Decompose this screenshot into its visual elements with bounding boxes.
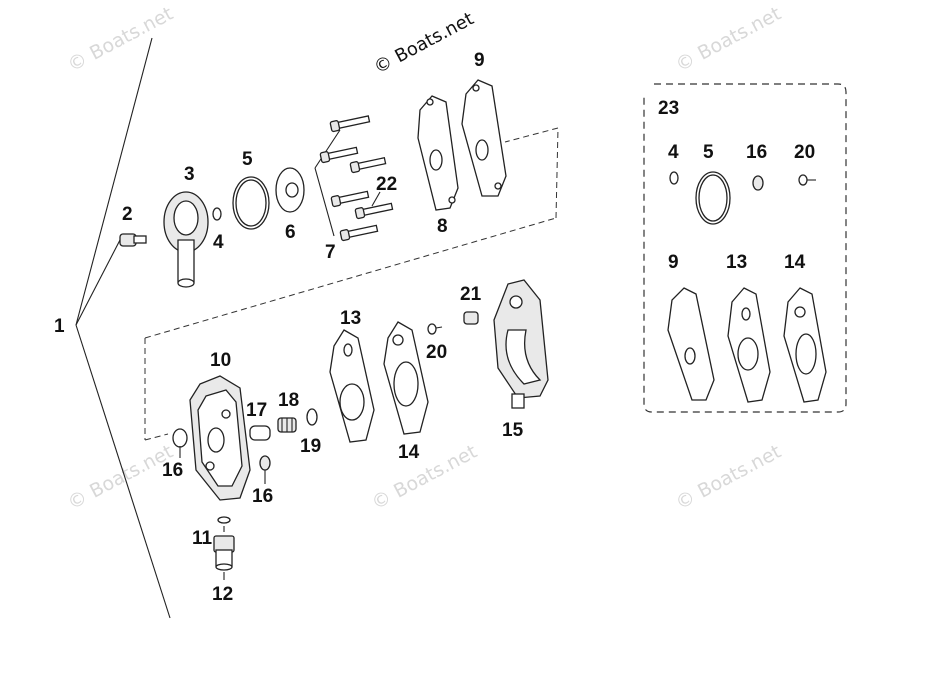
callout-6: 6 bbox=[285, 222, 296, 243]
callout-7: 7 bbox=[325, 242, 336, 263]
part-6-disc bbox=[275, 167, 305, 213]
assembly-bracket bbox=[75, 37, 171, 619]
watermark-1: © Boats.net bbox=[64, 3, 177, 77]
callout-2: 2 bbox=[122, 204, 133, 225]
watermark-4: © Boats.net bbox=[368, 441, 481, 515]
callout-1: 1 bbox=[54, 316, 65, 337]
part-13-diaphragm bbox=[329, 329, 375, 443]
part-21-spring bbox=[463, 311, 479, 325]
watermark-3: © Boats.net bbox=[64, 441, 177, 515]
repair-kit-box: 23 4 5 16 20 9 13 14 bbox=[643, 83, 847, 413]
callouts: 1 2 3 4 5 6 7 8 9 10 11 12 13 14 15 16 1… bbox=[54, 50, 524, 605]
kit-callout-14: 14 bbox=[784, 252, 806, 273]
part-17-housing bbox=[249, 425, 271, 441]
kit-check-valve bbox=[798, 174, 808, 186]
part-4-washer bbox=[212, 207, 222, 221]
callout-5: 5 bbox=[242, 149, 253, 170]
callout-17: 17 bbox=[246, 400, 267, 421]
part-5-o-ring bbox=[232, 176, 270, 230]
part-8-plate bbox=[417, 95, 459, 211]
watermark-2: © Boats.net bbox=[672, 3, 785, 77]
kit-valve-disc bbox=[752, 175, 764, 191]
callout-3: 3 bbox=[184, 164, 195, 185]
part-20-check-valve bbox=[427, 323, 443, 335]
part-12-fitting bbox=[213, 535, 235, 571]
callout-11: 11 bbox=[192, 528, 213, 549]
callout-14: 14 bbox=[398, 442, 420, 463]
callout-19: 19 bbox=[300, 436, 321, 457]
kit-callout-9: 9 bbox=[668, 252, 679, 273]
part-2-fitting bbox=[119, 233, 147, 247]
callout-4: 4 bbox=[213, 232, 224, 253]
kit-callout-13: 13 bbox=[726, 252, 747, 273]
kit-callout-20: 20 bbox=[794, 142, 815, 163]
kit-label: 23 bbox=[658, 98, 679, 119]
callout-22: 22 bbox=[376, 174, 397, 195]
kit-callout-16: 16 bbox=[746, 142, 767, 163]
part-9-gasket bbox=[461, 79, 507, 197]
callout-18: 18 bbox=[278, 390, 299, 411]
callout-21: 21 bbox=[460, 284, 482, 305]
part-10-pump-body bbox=[189, 375, 251, 501]
kit-callout-4: 4 bbox=[668, 142, 679, 163]
part-18-spring bbox=[277, 417, 297, 433]
callout-16a: 16 bbox=[162, 460, 183, 481]
watermark-5: © Boats.net bbox=[672, 441, 785, 515]
part-14-gasket bbox=[383, 321, 429, 435]
callout-9: 9 bbox=[474, 50, 485, 71]
callout-16b: 16 bbox=[252, 486, 273, 507]
callout-8: 8 bbox=[437, 216, 448, 237]
kit-gasket-9 bbox=[667, 287, 715, 401]
exploded-plane-lines bbox=[144, 127, 559, 441]
leader-lines bbox=[179, 191, 381, 580]
kit-o-ring-inner bbox=[698, 174, 728, 222]
part-19-washer bbox=[306, 408, 318, 426]
part-3-pump-cover bbox=[163, 191, 209, 288]
callout-12: 12 bbox=[212, 584, 233, 605]
callout-10: 10 bbox=[210, 350, 231, 371]
part-7-screws bbox=[314, 115, 394, 242]
callout-13: 13 bbox=[340, 308, 361, 329]
kit-callout-5: 5 bbox=[703, 142, 714, 163]
kit-washer bbox=[669, 171, 679, 185]
part-11-o-ring bbox=[217, 516, 231, 524]
part-15-pump-housing bbox=[493, 279, 549, 409]
callout-15: 15 bbox=[502, 420, 524, 441]
copyright-text: © Boats.net bbox=[370, 8, 477, 78]
callout-20: 20 bbox=[426, 342, 447, 363]
